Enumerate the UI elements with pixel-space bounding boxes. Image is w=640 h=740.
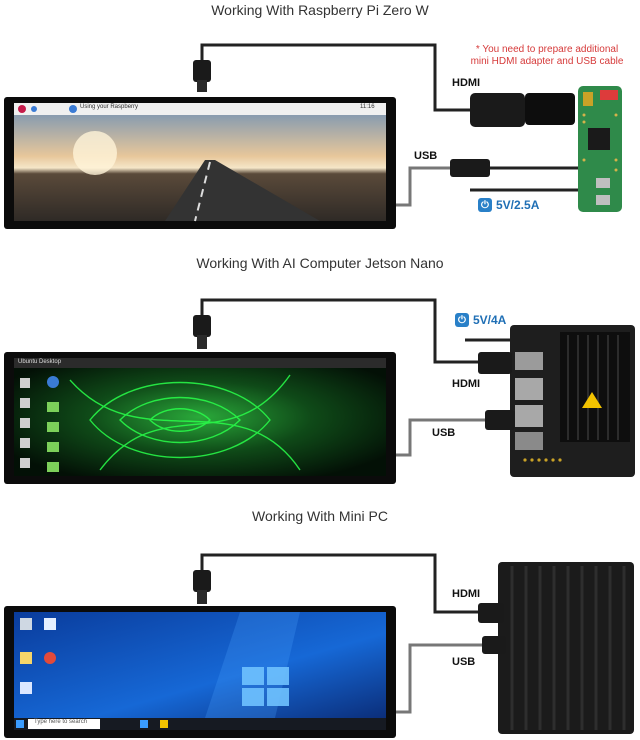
hdmi-label-raspberry: HDMI xyxy=(452,77,481,89)
hdmi-label-minipc: HDMI xyxy=(452,588,481,600)
section-title-raspberry: Working With Raspberry Pi Zero W xyxy=(211,2,429,18)
raspberry-section xyxy=(4,43,622,229)
power-spec-raspberry-text: 5V/2.5A xyxy=(496,198,540,212)
usb-label-raspberry: USB xyxy=(414,150,438,162)
adapter-note: * You need to prepare additional mini HD… xyxy=(462,44,632,68)
adapter-note-line1: * You need to prepare additional xyxy=(475,44,619,55)
hdmi-label-jetson: HDMI xyxy=(452,378,481,390)
section-title-minipc: Working With Mini PC xyxy=(252,508,388,524)
power-spec-raspberry: ⏻ 5V/2.5A xyxy=(478,198,539,212)
minipc-section xyxy=(4,553,634,738)
power-icon: ⏻ xyxy=(455,313,469,327)
raspberry-clock: 11:16 xyxy=(360,104,375,110)
raspberry-browser-tab: Using your Raspberry xyxy=(80,104,139,110)
adapter-note-line2: mini HDMI adapter and USB cable xyxy=(470,56,624,67)
jetson-desktop-title: Ubuntu Desktop xyxy=(18,359,62,365)
power-spec-jetson: ⏻ 5V/4A xyxy=(455,313,506,327)
usb-label-jetson: USB xyxy=(432,427,456,439)
section-title-jetson: Working With AI Computer Jetson Nano xyxy=(196,255,444,271)
usb-label-minipc: USB xyxy=(452,656,476,668)
power-spec-jetson-text: 5V/4A xyxy=(473,313,507,327)
jetson-section xyxy=(4,298,635,484)
power-icon: ⏻ xyxy=(478,198,492,212)
taskbar-search-text: Type here to search xyxy=(34,719,88,725)
